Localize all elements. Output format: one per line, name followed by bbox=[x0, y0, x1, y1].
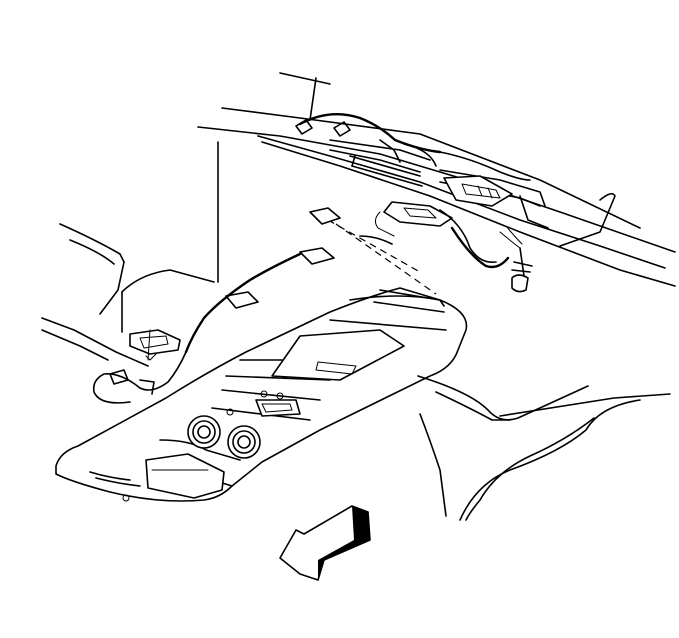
console-connector bbox=[129, 329, 181, 361]
screw-icon bbox=[499, 225, 533, 293]
mounting-plate bbox=[374, 201, 453, 237]
alignment-lines bbox=[327, 219, 437, 295]
windshield-trim bbox=[417, 375, 671, 521]
front-direction-arrow-icon bbox=[279, 505, 371, 581]
dome-lamp-switches bbox=[187, 415, 261, 459]
roof-wiring-harness bbox=[295, 112, 531, 181]
headliner-outline bbox=[41, 141, 219, 367]
connector-bracket bbox=[443, 175, 513, 207]
overhead-console bbox=[55, 287, 468, 502]
console-wire-to-bracket bbox=[359, 209, 510, 269]
adhesive-tapes bbox=[225, 207, 341, 309]
roof-bow-structure bbox=[197, 72, 676, 287]
front-wiring-harness bbox=[92, 252, 302, 404]
